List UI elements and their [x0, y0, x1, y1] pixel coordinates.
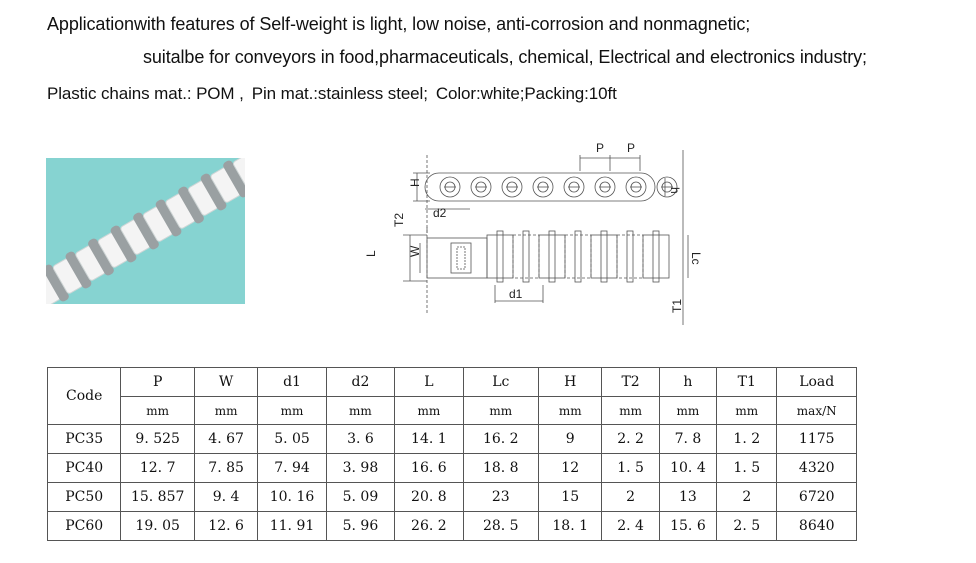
- table-cell: 11. 91: [257, 511, 327, 541]
- table-cell: 12. 7: [120, 453, 195, 483]
- table-cell: 20. 8: [394, 482, 464, 512]
- row-code: PC35: [46, 424, 122, 454]
- header-t2: T2: [601, 367, 660, 397]
- table-cell: 28. 5: [462, 511, 540, 541]
- table-cell: 14. 1: [394, 424, 464, 454]
- unit-cell: mm: [257, 396, 327, 425]
- table-cell: 9. 525: [120, 424, 195, 454]
- table-cell: 4. 67: [193, 424, 259, 454]
- table-cell: 3. 98: [325, 453, 396, 483]
- table-cell: 7. 8: [658, 424, 718, 454]
- label-d2: d2: [433, 206, 447, 220]
- table-row: PC40 12. 7 7. 85 7. 94 3. 98 16. 6 18. 8…: [46, 453, 857, 483]
- table-cell: 7. 85: [193, 453, 259, 483]
- table-cell: 18. 8: [462, 453, 540, 483]
- unit-cell: mm: [538, 396, 603, 425]
- table-cell: 13: [658, 482, 718, 512]
- table-cell: 1175: [776, 424, 857, 454]
- header-load: Load: [776, 367, 857, 397]
- table-cell: 15. 6: [658, 511, 718, 541]
- table-cell: 6720: [776, 482, 857, 512]
- header-h-upper: H: [538, 367, 603, 397]
- table-cell: 10. 4: [658, 453, 718, 483]
- table-cell: 3. 6: [325, 424, 396, 454]
- chain-photo-illustration: [46, 158, 245, 304]
- table-cell: 5. 09: [325, 482, 396, 512]
- table-cell: 16. 6: [394, 453, 464, 483]
- header-l: L: [394, 367, 464, 397]
- color-packing: Color:white;Packing:10ft: [435, 84, 617, 103]
- label-h-upper: H: [408, 178, 422, 187]
- label-p2: P: [627, 141, 635, 155]
- row-code: PC40: [46, 453, 122, 483]
- table-cell: 1. 2: [716, 424, 778, 454]
- table-cell: 4320: [776, 453, 857, 483]
- table-cell: 1. 5: [716, 453, 778, 483]
- table-cell: 5. 05: [257, 424, 327, 454]
- table-cell: 26. 2: [394, 511, 464, 541]
- table-cell: 10. 16: [257, 482, 327, 512]
- label-lc: Lc: [689, 252, 703, 265]
- chain-drawing: P P H h d2 T2 L W Lc d1 T1: [355, 135, 705, 335]
- header-lc: Lc: [462, 367, 540, 397]
- table-row: PC50 15. 857 9. 4 10. 16 5. 09 20. 8 23 …: [46, 482, 857, 512]
- header-d2: d2: [325, 367, 396, 397]
- pin-material: Pin mat.:stainless steel;: [251, 84, 428, 103]
- label-p1: P: [596, 141, 604, 155]
- table-cell: 18. 1: [538, 511, 603, 541]
- table-cell: 12: [538, 453, 603, 483]
- label-t2: T2: [392, 213, 406, 227]
- table-cell: 8640: [776, 511, 857, 541]
- intro-line-1: Applicationwith features of Self-weight …: [47, 14, 751, 34]
- table-row: PC35 9. 525 4. 67 5. 05 3. 6 14. 1 16. 2…: [46, 424, 857, 454]
- table-cell: 12. 6: [193, 511, 259, 541]
- chain-top-view: [403, 227, 689, 303]
- unit-cell: mm: [601, 396, 660, 425]
- header-code: Code: [46, 367, 122, 425]
- table-cell: 15: [538, 482, 603, 512]
- table-cell: 9: [538, 424, 603, 454]
- unit-cell: mm: [394, 396, 464, 425]
- unit-cell: mm: [658, 396, 718, 425]
- intro-line-2: suitalbe for conveyors in food,pharmaceu…: [143, 47, 867, 67]
- table-cell: 15. 857: [120, 482, 195, 512]
- unit-cell: mm: [716, 396, 778, 425]
- header-h-lower: h: [658, 367, 718, 397]
- chain-photo: [46, 158, 245, 304]
- table-cell: 5. 96: [325, 511, 396, 541]
- unit-cell: mm: [120, 396, 195, 425]
- header-p: P: [120, 367, 195, 397]
- unit-cell: mm: [325, 396, 396, 425]
- label-h-lower: h: [668, 187, 682, 194]
- chain-side-view: [413, 150, 684, 325]
- table-cell: 19. 05: [120, 511, 195, 541]
- row-code: PC50: [46, 482, 122, 512]
- table-cell: 16. 2: [462, 424, 540, 454]
- table-cell: 2: [601, 482, 660, 512]
- label-d1: d1: [509, 287, 523, 301]
- table-cell: 9. 4: [193, 482, 259, 512]
- chain-material: Plastic chains mat.: POM ,: [47, 84, 244, 103]
- label-l: L: [364, 250, 378, 257]
- material-line: Plastic chains mat.: POM , Pin mat.:stain…: [47, 84, 617, 104]
- unit-cell: mm: [193, 396, 259, 425]
- table-cell: 23: [462, 482, 540, 512]
- table-cell: 2. 4: [601, 511, 660, 541]
- table-cell: 7. 94: [257, 453, 327, 483]
- header-w: W: [193, 367, 259, 397]
- table-cell: 1. 5: [601, 453, 660, 483]
- spec-table: Code P W d1 d2 L Lc H T2 h T1 Load mm mm…: [46, 367, 857, 541]
- label-t1: T1: [670, 299, 684, 313]
- unit-cell: mm: [462, 396, 540, 425]
- table-row: PC60 19. 05 12. 6 11. 91 5. 96 26. 2 28.…: [46, 511, 857, 541]
- unit-cell: max/N: [776, 396, 857, 425]
- table-cell: 2. 2: [601, 424, 660, 454]
- label-w: W: [408, 245, 422, 257]
- table-cell: 2. 5: [716, 511, 778, 541]
- header-d1: d1: [257, 367, 327, 397]
- row-code: PC60: [46, 511, 122, 541]
- header-t1: T1: [716, 367, 778, 397]
- table-cell: 2: [716, 482, 778, 512]
